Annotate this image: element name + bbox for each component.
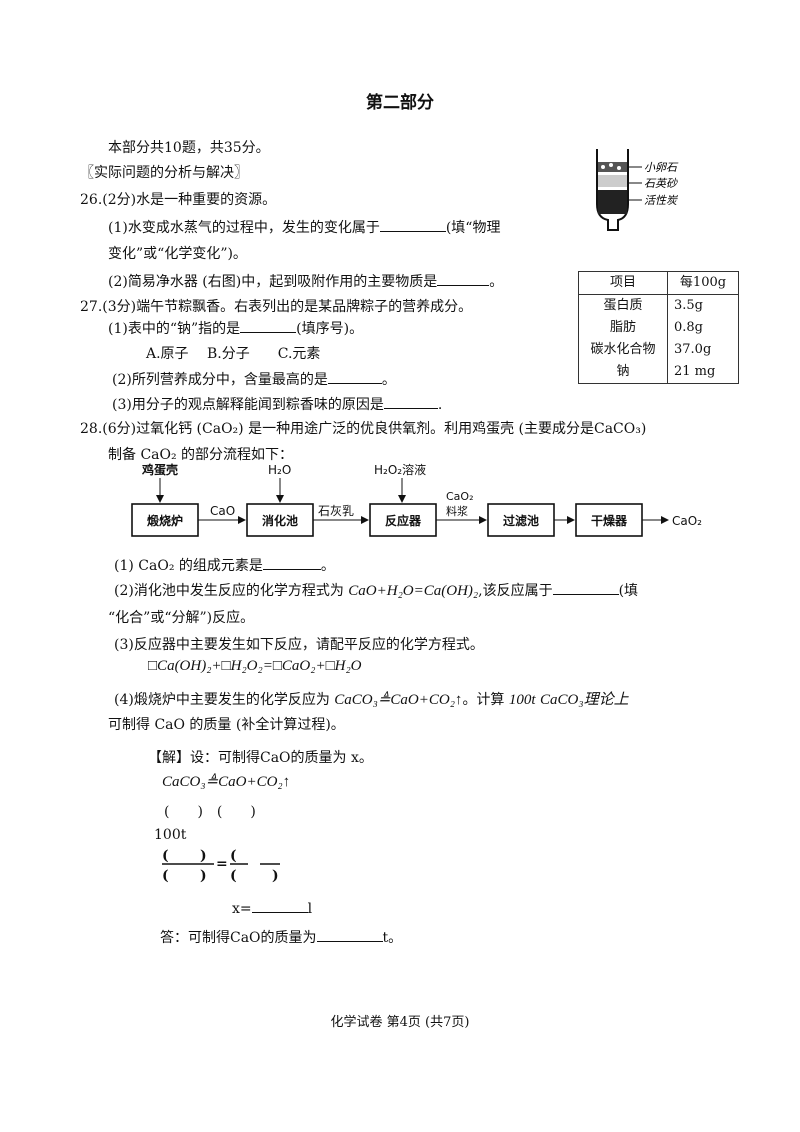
table-header: 每100g [667,271,739,295]
svg-text:): ) [200,848,207,864]
table-cell: 3.5g [667,294,739,317]
table-row: 钠 21 mg [578,361,739,384]
eggshell-input-label: 鸡蛋壳 [141,462,178,477]
table-header-row: 项目 每100g [578,271,739,295]
answer-blank[interactable] [251,898,308,913]
table-row: 蛋白质 3.5g [578,294,739,317]
table-cell: 37.0g [667,339,739,361]
activated-carbon-label: 活性炭 [644,194,678,207]
q28-part3: (3)反应器中主要发生如下反应，请配平反应的化学方程式。 [114,637,484,653]
svg-text:): ) [200,868,207,884]
answer-blank[interactable] [379,217,446,232]
table-header: 项目 [578,271,668,295]
q27-stem: 27.(3分)端午节粽飘香。右表列出的是某品牌粽子的营养成分。 [80,299,473,315]
table-cell: 蛋白质 [578,294,668,317]
svg-text:(: ( [162,848,169,864]
section-heading: 〖实际问题的分析与解决〗 [80,165,248,181]
q28-part1: (1) CaO₂ 的组成元素是。 [114,555,335,575]
water-input-label: H₂O [268,463,291,477]
lime-milk-arrow-label: 石灰乳 [318,504,354,518]
solution-mass-parens: ( ) ( ) [164,804,256,820]
answer-blank[interactable] [437,271,490,286]
nutrition-table: 项目 每100g 蛋白质 3.5g 脂肪 0.8g 碳水化合物 37.0g 钠 … [578,271,739,384]
cao2-output-label: CaO₂ [672,514,702,528]
svg-text:=: = [216,856,228,872]
q27-part1: (1)表中的“钠”指的是(填序号)。 [108,318,363,338]
q28-part4-cont: 可制得 CaO 的质量 (补全计算过程)。 [108,717,345,733]
solution-heading: 【解】设：可制得CaO的质量为 x。 [148,750,373,766]
slaking-tank-box [246,503,314,537]
table-cell: 脂肪 [578,317,668,339]
h2o2-input-label: H₂O₂溶液 [374,462,426,477]
reactor-label: 反应器 [385,513,422,528]
solution-equation: CaCO₃≜CaO+CO₂↑ [162,774,291,790]
calciner-label: 煅烧炉 [147,513,183,528]
solution-x: x=l [232,898,312,917]
q28-part4: (4)煅烧炉中主要发生的化学反应为 CaCO₃≜CaO+CO₂↑。计算 100t… [114,692,629,708]
answer-blank[interactable] [262,555,321,570]
answer-blank[interactable] [383,394,438,409]
filter-tank-label: 过滤池 [503,513,539,528]
table-cell: 21 mg [667,361,739,384]
part-intro: 本部分共10题，共35分。 [108,140,270,156]
proportion-fraction: () () = ( ( ) [162,848,280,884]
q26-part2: (2)简易净水器 (右图)中，起到吸附作用的主要物质是。 [108,271,503,291]
svg-text:(: ( [230,868,237,884]
page-title: 第二部分 [366,93,434,113]
slaking-tank-label: 消化池 [262,513,298,528]
answer-blank[interactable] [240,318,297,333]
svg-text:(: ( [230,848,237,864]
page-footer: 化学试卷 第4页 (共7页) [330,1015,470,1030]
answer-blank[interactable] [552,580,619,595]
pebble-label: 小卵石 [644,161,679,174]
q28-stem: 28.(6分)过氧化钙 (CaO₂) 是一种用途广泛的优良供氧剂。利用鸡蛋壳 (… [80,421,647,437]
q28-part3-equation: □Ca(OH)₂+□H₂O₂=□CaO₂+□H₂O [148,658,362,674]
q27-part2: (2)所列营养成分中，含量最高的是。 [112,369,396,389]
q27-part3: (3)用分子的观点解释能闻到粽香味的原因是. [112,394,442,414]
process-flow-diagram: 鸡蛋壳 H₂O H₂O₂溶液 煅烧炉 消化池 反应器 过滤池 干燥器 CaO 石… [131,462,702,537]
table-cell: 0.8g [667,317,739,339]
table-cell: 钠 [578,361,668,384]
cao2-slurry-arrow-label-2: 料浆 [446,504,468,518]
water-purifier-figure: 小卵石 石英砂 活性炭 [596,149,679,231]
cao2-slurry-arrow-label: CaO₂ [446,490,474,503]
q26-part1: (1)水变成水蒸气的过程中，发生的变化属于(填“物理 [108,217,500,237]
q28-part2: (2)消化池中发生反应的化学方程式为 CaO+H₂O=Ca(OH)₂,该反应属于… [114,580,638,600]
table-row: 脂肪 0.8g [578,317,739,339]
dryer-label: 干燥器 [591,513,628,528]
table-cell: 碳水化合物 [578,339,668,361]
quartz-sand-label: 石英砂 [644,177,678,190]
table-row: 碳水化合物 37.0g [578,339,739,361]
svg-text:): ) [272,868,279,884]
solution-100t: 100t [154,827,187,843]
cao-arrow-label: CaO [210,504,235,518]
calciner-box [131,503,199,537]
answer-blank[interactable] [327,369,382,384]
q28-part2-cont: “化合”或“分解”)反应。 [108,610,255,626]
q27-options: A.原子 B.分子 C.元素 [146,346,321,362]
q28-stem-cont: 制备 CaO₂ 的部分流程如下： [108,447,294,463]
svg-text:(: ( [162,868,169,884]
q26-part1-cont: 变化”或“化学变化”)。 [108,246,247,262]
q26-stem: 26.(2分)水是一种重要的资源。 [80,192,277,208]
answer-blank[interactable] [316,927,383,942]
